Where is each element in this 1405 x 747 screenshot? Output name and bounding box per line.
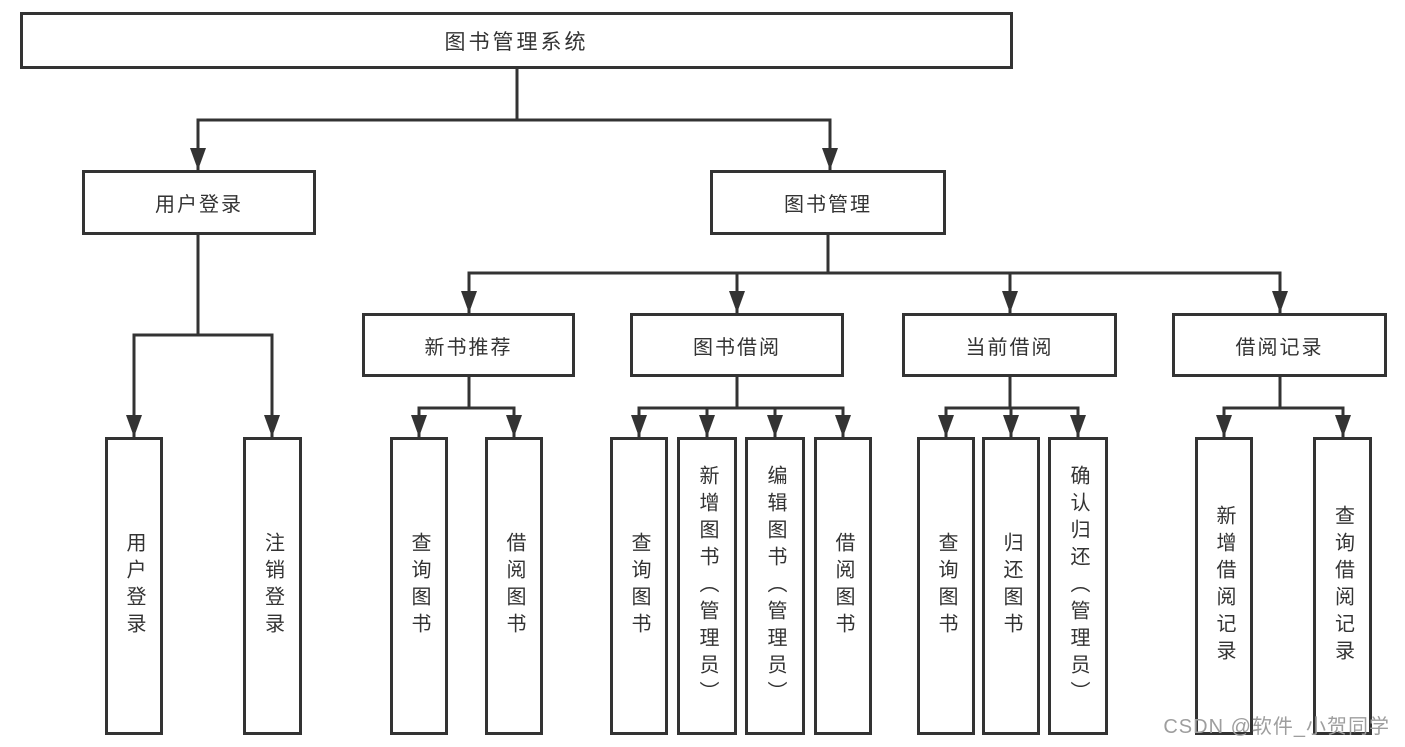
arrowhead <box>835 415 851 437</box>
arrowhead <box>1003 415 1019 437</box>
leaf-label: 新增借阅记录 <box>1213 505 1235 667</box>
node-user-login: 用户登录 <box>82 170 316 235</box>
leaf-label: 查询图书 <box>408 532 430 640</box>
node-book-borrow: 图书借阅 <box>630 313 844 377</box>
arrowhead <box>1272 291 1288 313</box>
csdn-watermark: CSDN @软件_小贺同学 <box>1163 716 1390 738</box>
connector-userlogin-to-leaves <box>132 235 274 437</box>
node-label: 图书管理 <box>784 194 872 216</box>
leaf-label: 归还图书 <box>1000 532 1022 640</box>
leaf-label: 借阅图书 <box>503 532 525 640</box>
arrowhead <box>411 415 427 437</box>
arrowhead <box>264 415 280 437</box>
leaf-edit-book-admin: 编辑图书（管理员） <box>745 437 805 735</box>
arrowhead <box>699 415 715 437</box>
arrowhead <box>506 415 522 437</box>
connector-recommend-to-leaves <box>417 377 516 437</box>
node-label: 图书管理系统 <box>444 30 589 54</box>
leaf-label: 用户登录 <box>123 532 145 640</box>
leaf-confirm-return-admin: 确认归还（管理员） <box>1048 437 1108 735</box>
leaf-add-borrow-record: 新增借阅记录 <box>1195 437 1253 735</box>
node-borrow-records: 借阅记录 <box>1172 313 1387 377</box>
arrowheads <box>126 148 1351 437</box>
arrowhead <box>190 148 206 170</box>
node-library-management-system: 图书管理系统 <box>20 12 1013 69</box>
leaf-label: 新增图书（管理员） <box>696 464 718 708</box>
node-label: 当前借阅 <box>965 336 1054 359</box>
node-label: 图书借阅 <box>693 336 781 359</box>
node-label: 借阅记录 <box>1235 336 1324 359</box>
arrowhead <box>1216 415 1232 437</box>
connector-borrow-to-leaves <box>637 377 845 437</box>
leaf-label: 查询借阅记录 <box>1331 505 1354 667</box>
arrowhead <box>767 415 783 437</box>
leaf-label: 查询图书 <box>628 532 650 640</box>
arrowhead <box>1335 415 1351 437</box>
leaf-borrow-books-borrow: 借阅图书 <box>814 437 872 735</box>
leaf-return-book: 归还图书 <box>982 437 1040 735</box>
leaf-label: 确认归还（管理员） <box>1067 464 1089 708</box>
connector-root-to-level2 <box>196 69 832 170</box>
leaf-query-books-recommend: 查询图书 <box>390 437 448 735</box>
node-new-book-recommend: 新书推荐 <box>362 313 575 377</box>
leaf-logout: 注销登录 <box>243 437 302 735</box>
node-label: 新书推荐 <box>424 336 513 359</box>
node-current-borrow: 当前借阅 <box>902 313 1117 377</box>
leaf-query-books-borrow: 查询图书 <box>610 437 668 735</box>
arrowhead <box>1002 291 1018 313</box>
connector-bookmgmt-to-level3 <box>467 235 1282 313</box>
node-book-management: 图书管理 <box>710 170 946 235</box>
leaf-label: 借阅图书 <box>832 532 854 640</box>
arrowhead <box>729 291 745 313</box>
node-label: 用户登录 <box>155 194 243 216</box>
arrowhead <box>631 415 647 437</box>
arrowhead <box>126 415 142 437</box>
leaf-user-login: 用户登录 <box>105 437 163 735</box>
leaf-query-books-current: 查询图书 <box>917 437 975 735</box>
leaf-label: 注销登录 <box>261 532 284 640</box>
arrowhead <box>461 291 477 313</box>
arrowhead <box>938 415 954 437</box>
leaf-borrow-books-recommend: 借阅图书 <box>485 437 543 735</box>
leaf-label: 查询图书 <box>935 532 957 640</box>
leaf-label: 编辑图书（管理员） <box>764 464 786 708</box>
leaf-query-borrow-record: 查询借阅记录 <box>1313 437 1372 735</box>
arrowhead <box>1070 415 1086 437</box>
arrowhead <box>822 148 838 170</box>
connector-records-to-leaves <box>1222 377 1345 437</box>
leaf-add-book-admin: 新增图书（管理员） <box>677 437 737 735</box>
